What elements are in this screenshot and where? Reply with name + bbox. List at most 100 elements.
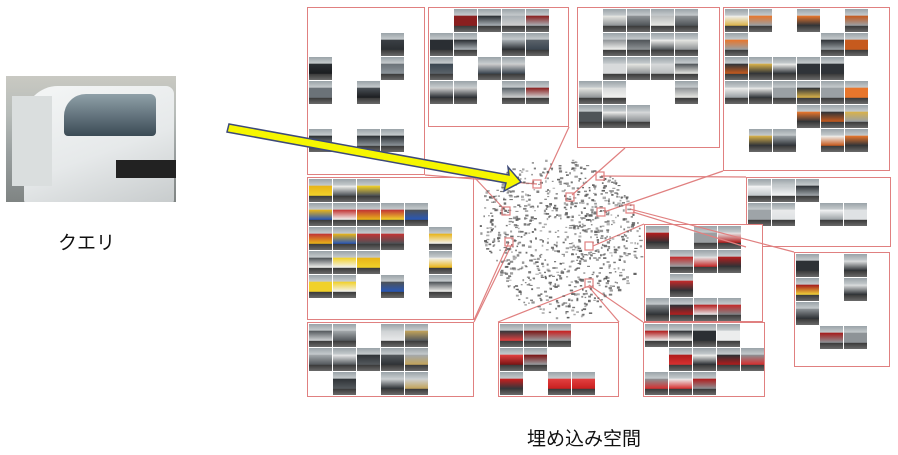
embedding-point bbox=[568, 227, 573, 229]
embedding-point bbox=[590, 254, 593, 257]
embedding-point bbox=[555, 317, 559, 320]
embedding-point bbox=[600, 246, 603, 249]
embedding-point bbox=[537, 269, 541, 271]
embedding-point bbox=[569, 289, 574, 292]
embedding-point bbox=[498, 205, 502, 207]
car-thumbnail bbox=[430, 57, 453, 80]
embedding-point bbox=[609, 236, 611, 239]
embedding-point bbox=[623, 252, 626, 254]
embedding-point bbox=[480, 232, 483, 235]
embedding-point bbox=[509, 194, 513, 198]
car-thumbnail bbox=[357, 227, 380, 250]
embedding-point bbox=[545, 208, 548, 210]
query-label: クエリ bbox=[58, 232, 116, 254]
embedding-point bbox=[528, 245, 532, 248]
embedding-point bbox=[550, 274, 553, 276]
embedding-point bbox=[579, 166, 583, 169]
embedding-point bbox=[578, 262, 582, 265]
embedding-point bbox=[521, 195, 524, 198]
embedding-point bbox=[572, 249, 576, 251]
embedding-point bbox=[578, 239, 581, 242]
embedding-point bbox=[558, 165, 562, 167]
embedding-point bbox=[622, 268, 625, 271]
embedding-point bbox=[576, 249, 580, 251]
embedding-point bbox=[566, 235, 569, 239]
embedding-point bbox=[601, 243, 604, 246]
embedding-point bbox=[541, 312, 545, 314]
embedding-point bbox=[600, 235, 604, 237]
embedding-point bbox=[486, 231, 490, 234]
car-thumbnail bbox=[844, 278, 867, 301]
car-thumbnail bbox=[381, 33, 404, 56]
embedding-point bbox=[608, 198, 610, 200]
embedding-point bbox=[501, 183, 505, 186]
car-thumbnail bbox=[821, 129, 844, 152]
embedding-point bbox=[519, 206, 522, 208]
car-thumbnail bbox=[333, 251, 356, 274]
embedding-point bbox=[622, 209, 625, 212]
embedding-point bbox=[519, 178, 522, 180]
embedding-point bbox=[573, 197, 577, 199]
embedding-point bbox=[553, 243, 556, 246]
embedding-point bbox=[561, 303, 564, 306]
embedding-point bbox=[565, 182, 569, 185]
embedding-point bbox=[585, 181, 588, 183]
embedding-point bbox=[529, 206, 532, 208]
car-thumbnail bbox=[548, 372, 571, 395]
embedding-point bbox=[591, 199, 595, 202]
embedding-point bbox=[626, 276, 629, 279]
embedding-point bbox=[516, 195, 520, 198]
cluster-marker bbox=[504, 237, 514, 247]
embedding-point bbox=[634, 247, 638, 249]
embedding-point bbox=[618, 205, 621, 207]
embedding-point bbox=[536, 267, 540, 270]
car-thumbnail bbox=[845, 9, 868, 32]
car-thumbnail bbox=[478, 57, 501, 80]
embedding-point bbox=[539, 239, 543, 241]
car-thumbnail bbox=[381, 203, 404, 226]
embedding-point bbox=[520, 284, 523, 286]
embedding-point bbox=[493, 238, 496, 241]
embedding-point bbox=[579, 285, 583, 287]
embedding-point bbox=[583, 168, 586, 170]
embedding-point bbox=[621, 238, 625, 241]
embedding-point bbox=[558, 180, 562, 184]
embedding-point bbox=[630, 229, 632, 232]
embedding-point bbox=[575, 268, 578, 270]
embedding-point bbox=[574, 167, 577, 170]
embedding-point bbox=[518, 241, 522, 244]
embedding-point bbox=[521, 261, 525, 264]
embedding-point bbox=[604, 253, 606, 255]
embedding-point bbox=[553, 216, 557, 219]
embedding-point bbox=[522, 279, 525, 282]
car-thumbnail bbox=[797, 81, 820, 104]
embedding-point bbox=[593, 299, 596, 301]
car-thumbnail bbox=[526, 33, 549, 56]
embedding-point bbox=[574, 233, 577, 236]
embedding-point bbox=[550, 163, 552, 166]
cluster-mixed-sedans bbox=[428, 7, 569, 127]
car-thumbnail bbox=[675, 81, 698, 104]
car-thumbnail bbox=[725, 33, 748, 56]
embedding-point bbox=[592, 253, 596, 254]
embedding-point bbox=[608, 266, 611, 269]
embedding-point bbox=[609, 289, 613, 292]
embedding-point bbox=[590, 277, 592, 279]
car-thumbnail bbox=[381, 348, 404, 371]
embedding-point bbox=[521, 244, 525, 247]
car-thumbnail bbox=[741, 348, 764, 371]
embedding-point bbox=[545, 180, 547, 183]
embedding-point bbox=[513, 240, 516, 243]
embedding-point bbox=[543, 167, 547, 170]
embedding-point bbox=[488, 243, 492, 246]
embedding-point bbox=[570, 219, 574, 222]
embedding-point bbox=[531, 219, 534, 221]
embedding-point bbox=[552, 248, 555, 251]
cluster-white-pickups bbox=[577, 7, 720, 148]
embedding-point bbox=[525, 217, 528, 220]
embedding-point bbox=[557, 250, 560, 253]
embedding-point bbox=[511, 190, 515, 193]
embedding-point bbox=[485, 244, 488, 247]
embedding-point bbox=[608, 264, 611, 267]
car-thumbnail bbox=[821, 33, 844, 56]
